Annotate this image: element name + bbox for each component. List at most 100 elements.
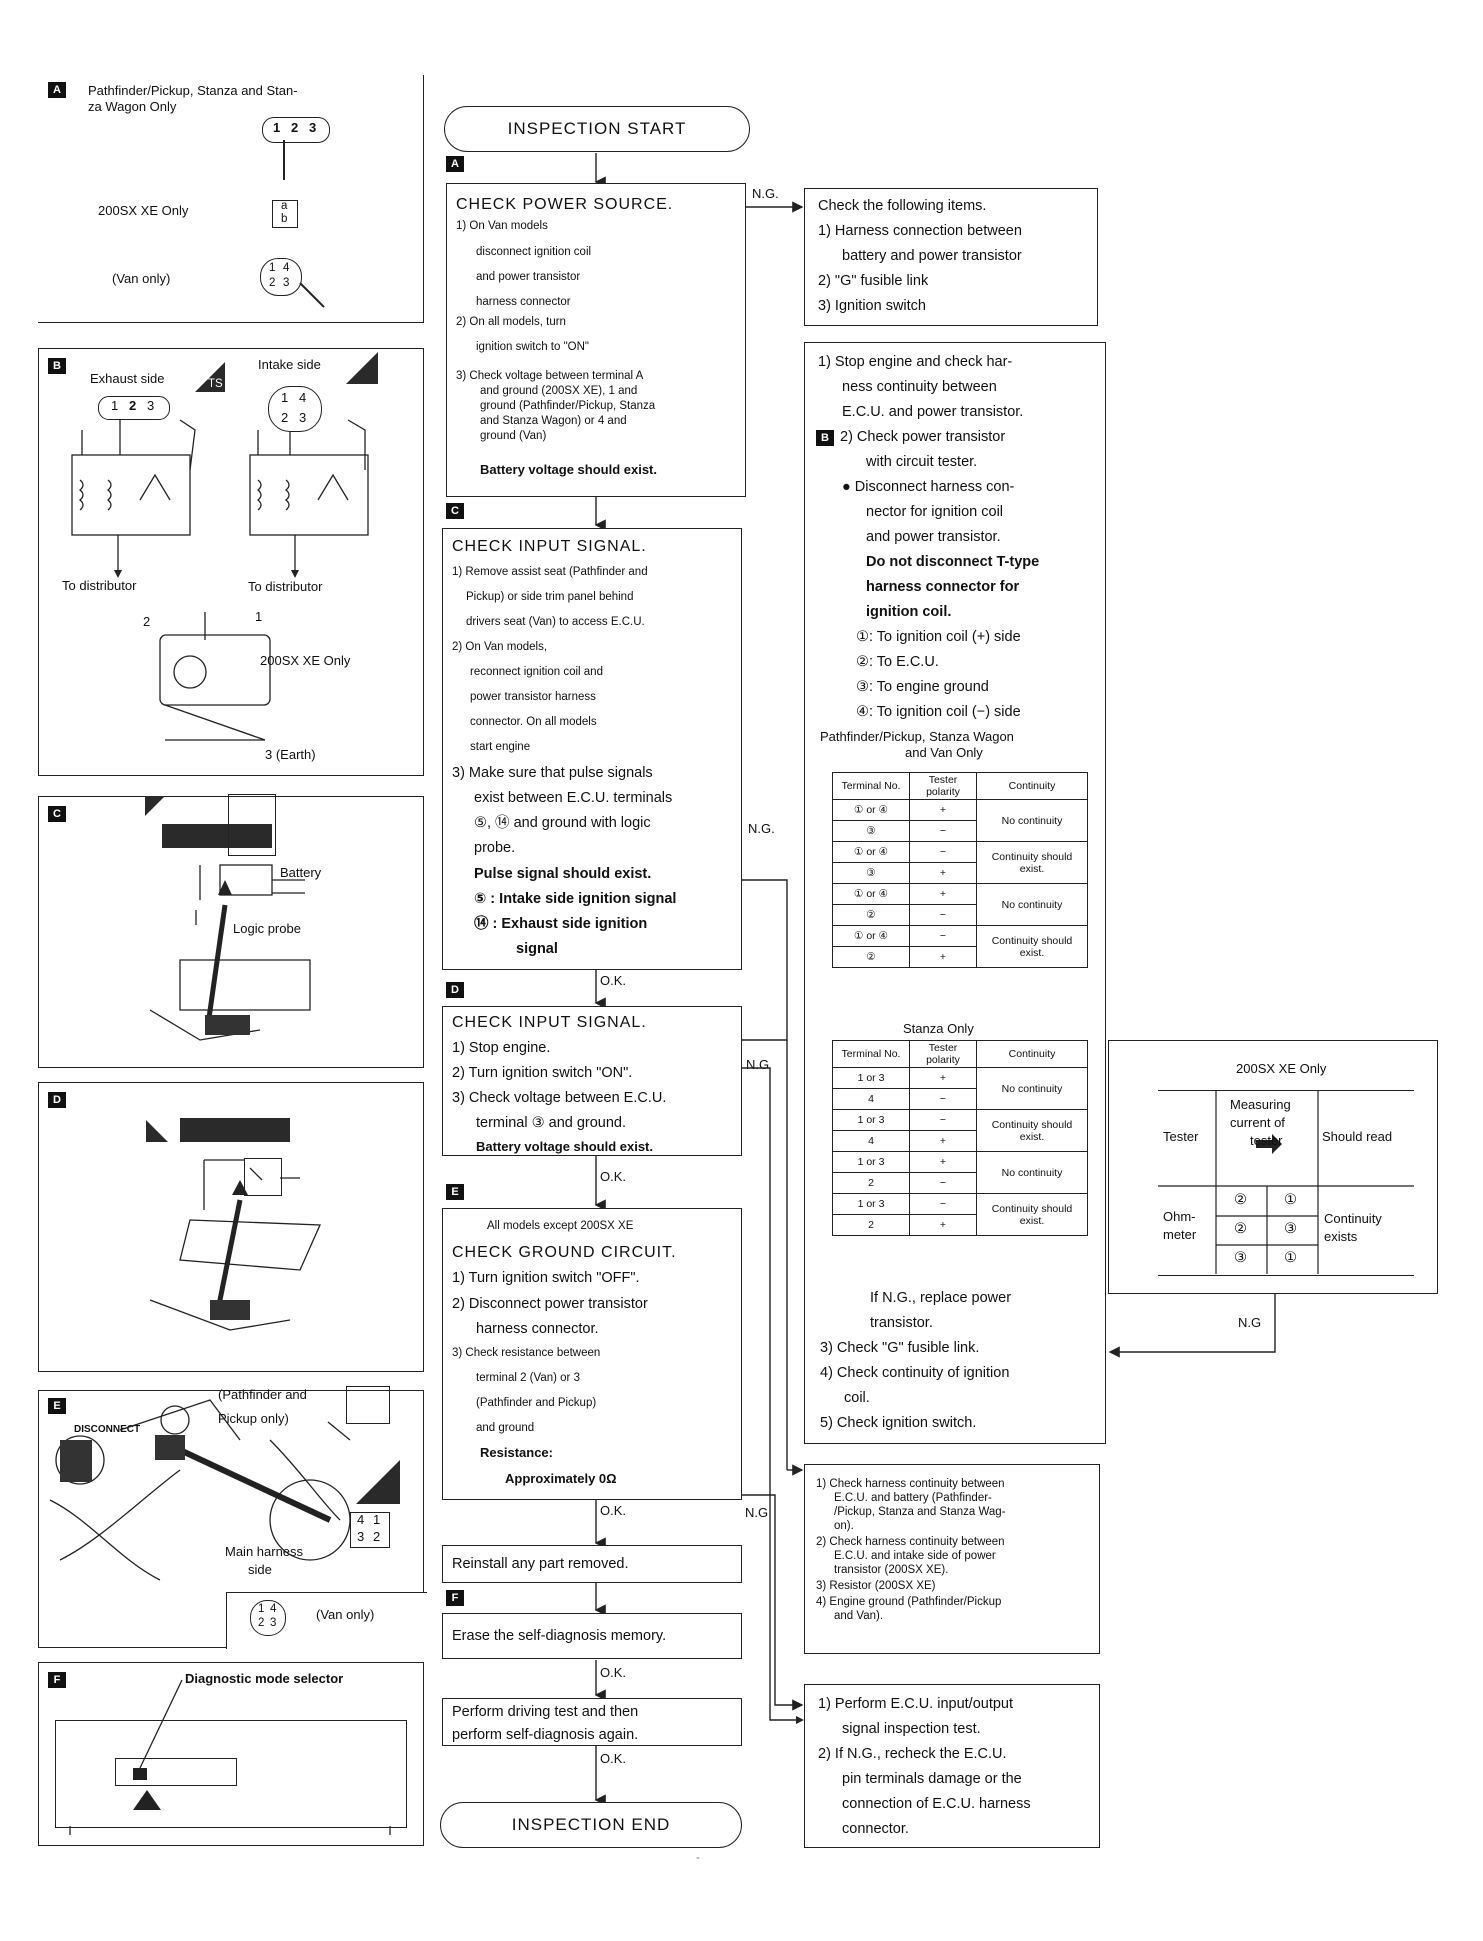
- in-pin-3: 3: [299, 410, 307, 425]
- ng-a-l4: 2) "G" fusible link: [818, 273, 929, 289]
- step-d-tag: D: [446, 982, 464, 998]
- panel-d-tag: D: [48, 1092, 66, 1108]
- table-row: 1 or 3+No continuity: [832, 1151, 1088, 1194]
- probe-icon: [283, 140, 285, 180]
- ng-b-l1: 1) Stop engine and check har-: [818, 354, 1013, 370]
- ng-b-w1: Do not disconnect T-type: [866, 554, 1040, 570]
- panel-f: [38, 1662, 424, 1846]
- van-pin-3: 3: [270, 1617, 277, 1629]
- t1-r7-pol: +: [909, 946, 977, 968]
- ng-a-l5: 3) Ignition switch: [818, 298, 926, 314]
- t1-r7-term: ②: [832, 946, 910, 968]
- ohmmeter-icon: [346, 1386, 390, 1424]
- step-d-l3: 3) Check voltage between E.C.U.: [452, 1090, 667, 1106]
- intake-label: Intake side: [258, 357, 321, 372]
- ng-b-p3: ③: To engine ground: [856, 679, 989, 695]
- sx-result2: exists: [1324, 1229, 1358, 1244]
- step-a-expect: Battery voltage should exist.: [480, 462, 657, 477]
- ok-c: O.K.: [600, 973, 627, 988]
- step-e-r1: Resistance:: [480, 1445, 553, 1460]
- ng-d-l2: signal inspection test.: [842, 1721, 981, 1737]
- step-e-title: CHECK GROUND CIRCUIT.: [452, 1244, 677, 1261]
- connector-2pin-icon: a b: [272, 200, 298, 228]
- reinstall-text: Reinstall any part removed.: [452, 1556, 629, 1572]
- ng-b-f2: transistor.: [870, 1315, 933, 1331]
- step-a-box: [446, 183, 746, 497]
- drive-l2: perform self-diagnosis again.: [452, 1727, 639, 1743]
- ng-b-p2: ②: To E.C.U.: [856, 654, 939, 670]
- to-distributor-2: To distributor: [248, 579, 323, 594]
- to-distributor-1: To distributor: [62, 578, 137, 593]
- t1-h-terminal: Terminal No.: [832, 772, 910, 800]
- connector-4pin-icon: 1 4 2 3: [260, 258, 302, 296]
- step-d-box: [442, 1006, 742, 1156]
- step-a-l3: and power transistor: [476, 271, 581, 283]
- step-c-l6: power transistor harness: [470, 691, 596, 703]
- panel-f-tag: F: [48, 1672, 66, 1688]
- ng-d-l5: connection of E.C.U. harness: [842, 1796, 1031, 1812]
- sx-result1: Continuity: [1324, 1211, 1382, 1226]
- t2-h-polarity: Tester polarity: [909, 1040, 977, 1068]
- step-c-expect: Pulse signal should exist.: [474, 866, 652, 882]
- table-row: ① or ④+No continuity: [832, 799, 1088, 842]
- mode-selector-switch-icon[interactable]: [133, 1768, 147, 1780]
- step-f-box: [442, 1613, 742, 1659]
- ng-b-l5: with circuit tester.: [866, 454, 978, 470]
- step-c-l7: connector. On all models: [470, 716, 597, 728]
- table-row: ②−: [832, 904, 1088, 926]
- step-d-l4: terminal ③ and ground.: [476, 1115, 627, 1131]
- step-a-l9: ground (Pathfinder/Pickup, Stanza: [480, 400, 656, 412]
- sx-title: 200SX XE Only: [1236, 1061, 1327, 1076]
- step-a-l6: ignition switch to "ON": [476, 341, 589, 353]
- step-a-l1: 1) On Van models: [456, 220, 548, 232]
- main-harness-connector-icon: 4 1 3 2: [350, 1512, 390, 1548]
- step-a-l5: 2) On all models, turn: [456, 316, 566, 328]
- step-e-r2: Approximately 0Ω: [505, 1471, 617, 1486]
- panel-a-tag: A: [48, 82, 66, 98]
- ng-b-w2: harness connector for: [866, 579, 1020, 595]
- sx-h-tester: Tester: [1163, 1129, 1199, 1144]
- ng-d-l4: pin terminals damage or the: [842, 1771, 1022, 1787]
- ng-d-l6: connector.: [842, 1821, 909, 1837]
- table-row: 4+: [832, 1130, 1088, 1152]
- ng-e: N.G: [745, 1505, 769, 1520]
- conn-v1: 1: [269, 262, 276, 274]
- transistor-pin-1: 1: [255, 609, 263, 624]
- panel-a: [38, 75, 424, 323]
- sx-r2a: ②: [1234, 1221, 1247, 1237]
- ng-e-l2: E.C.U. and battery (Pathfinder-: [834, 1492, 992, 1504]
- conn-pin-1: 1: [273, 120, 281, 135]
- conn-v2: 2: [269, 277, 276, 289]
- ng-b-w3: ignition coil.: [866, 604, 952, 620]
- ex-pin-3: 3: [147, 398, 155, 413]
- step-d-title: CHECK INPUT SIGNAL.: [452, 1014, 647, 1031]
- table-row: ③+: [832, 862, 1088, 884]
- ecu-unit-icon: [55, 1720, 407, 1828]
- mh-pin-2: 2: [373, 1529, 381, 1544]
- stanza-only-label: Stanza Only: [903, 1021, 974, 1036]
- step-a-title: CHECK POWER SOURCE.: [456, 196, 674, 213]
- ng-b-l8: and power transistor.: [866, 529, 1001, 545]
- earth-label: 3 (Earth): [265, 747, 316, 762]
- t2-r2-res: Continuity should exist.: [976, 1109, 1088, 1152]
- t1-r4-res: No continuity: [976, 883, 1088, 926]
- ng-c: N.G.: [748, 821, 775, 836]
- ng-e-l7: transistor (200SX XE).: [834, 1564, 949, 1576]
- step-c-box: [442, 528, 742, 970]
- conn-v4: 4: [283, 262, 290, 274]
- table-row: ②+: [832, 946, 1088, 968]
- panel-a-van: (Van only): [112, 271, 171, 286]
- reinstall-box: [442, 1545, 742, 1583]
- step-c-tag: C: [446, 503, 464, 519]
- ng-d-l1: 1) Perform E.C.U. input/output: [818, 1696, 1014, 1712]
- table-row: 2+: [832, 1214, 1088, 1236]
- van-pin-2: 2: [258, 1617, 265, 1629]
- ex-pin-1: 1: [111, 398, 119, 413]
